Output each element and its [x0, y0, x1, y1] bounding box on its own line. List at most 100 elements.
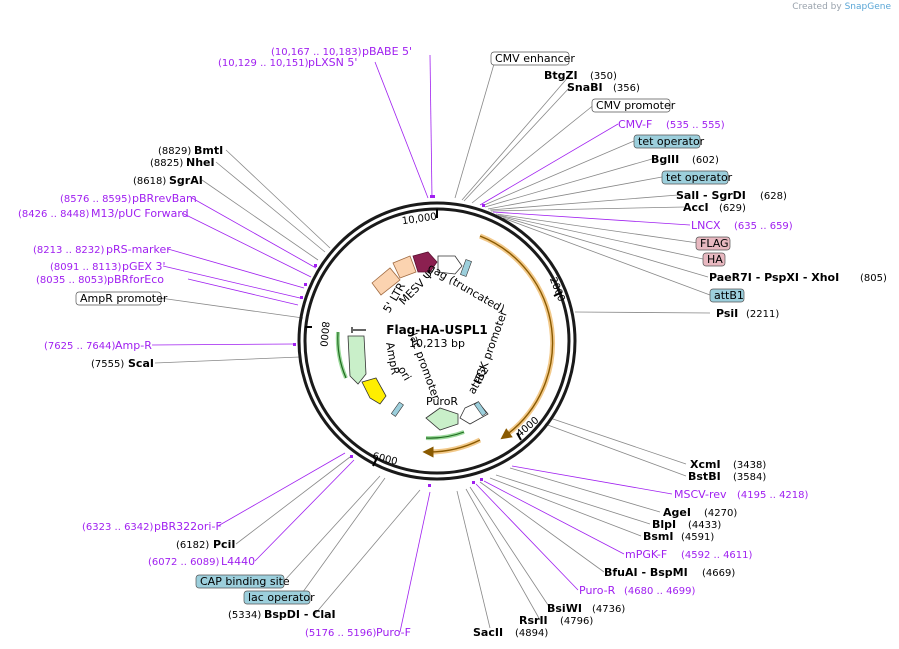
- primer-name: pBRrevBam: [132, 192, 197, 205]
- primer-name: MSCV-rev: [674, 488, 727, 501]
- site-sep: -: [638, 566, 650, 579]
- svg-text:(8576 .. 8595)pBRrevBam: (8576 .. 8595)pBRrevBam: [60, 192, 197, 205]
- feature-box-label: attB1: [714, 289, 744, 302]
- site-name: BtgZI: [544, 69, 578, 82]
- svg-text:(8426 .. 8448)M13/pUC Forward: (8426 .. 8448)M13/pUC Forward: [18, 207, 189, 220]
- site-name: BspMI: [650, 566, 688, 579]
- feature-box: [633, 134, 701, 149]
- tick-label: 8000: [317, 321, 330, 347]
- svg-text:(5334)BspDI - ClaI: (5334)BspDI - ClaI: [228, 608, 336, 621]
- site-pos: (4669): [702, 568, 735, 579]
- site-pos: (602): [692, 155, 719, 166]
- snapgene-credit: Created by SnapGene: [792, 2, 891, 12]
- site-name: BglII: [651, 153, 679, 166]
- site-sep: -: [799, 271, 811, 284]
- primer-name: pRS-marker: [106, 243, 171, 256]
- feature-box: [75, 291, 162, 306]
- plasmid-name: Flag-HA-USPL1: [386, 323, 487, 337]
- svg-text:mPGK-F(4592 .. 4611): mPGK-F(4592 .. 4611): [625, 548, 753, 561]
- feature-box-label: HA: [707, 253, 723, 266]
- svg-text:XcmI(3438): XcmI(3438): [690, 458, 766, 471]
- svg-text:BtgZI(350): BtgZI(350): [544, 69, 617, 82]
- site-name: RsrII: [519, 614, 548, 627]
- svg-text:Puro-R(4680 .. 4699): Puro-R(4680 .. 4699): [579, 584, 696, 597]
- feature-box-label: tet operator: [666, 171, 733, 184]
- primer-pos: (10,167 .. 10,183): [271, 47, 362, 58]
- puror-arrow: [425, 407, 459, 431]
- site-sep: -: [699, 189, 711, 202]
- site-pos: (4591): [681, 532, 714, 543]
- feature-box: [490, 51, 570, 66]
- primer-pos: (8091 .. 8113): [50, 262, 122, 273]
- credit-prefix: Created by: [792, 2, 842, 12]
- site-pos: (3584): [733, 472, 766, 483]
- site-sep: -: [300, 608, 312, 621]
- ltr-block: [371, 267, 401, 296]
- primer-name: Amp-R: [115, 339, 152, 352]
- site-name: SgrDI: [711, 189, 745, 202]
- primer-pos: (635 .. 659): [734, 221, 793, 232]
- site-pos: (8618): [133, 176, 166, 187]
- svg-text:SalI - SgrDI(628): SalI - SgrDI(628): [676, 189, 787, 202]
- svg-text:BglII(602): BglII (602): [651, 153, 719, 166]
- feature-box-label: tet operator: [638, 135, 705, 148]
- primer-name: Puro-R: [579, 584, 616, 597]
- site-name: SgrAI: [169, 174, 203, 187]
- site-pos: (5334): [228, 610, 261, 621]
- attb2-label: attB2: [465, 364, 491, 396]
- site-name: PsiI: [716, 307, 738, 320]
- site-name: PciI: [213, 538, 235, 551]
- svg-text:(8035 .. 8053)pBRforEco: (8035 .. 8053)pBRforEco: [36, 273, 164, 286]
- svg-text:LNCX(635 .. 659): LNCX (635 .. 659): [691, 219, 793, 232]
- site-name: BsmI: [643, 530, 674, 543]
- site-name: BspDI: [264, 608, 300, 621]
- svg-text:BstBI(3584): BstBI(3584): [688, 470, 766, 483]
- site-name: SacII: [473, 626, 503, 639]
- svg-text:PsiI(2211): PsiI(2211): [716, 307, 779, 320]
- site-name: SnaBI: [567, 81, 603, 94]
- tick-mark: [553, 291, 563, 297]
- svg-text:(8213 .. 8232)pRS-marker: (8213 .. 8232)pRS-marker: [33, 243, 171, 256]
- tick-label: 10,000: [401, 211, 437, 227]
- svg-text:BlpI(4433): BlpI(4433): [652, 518, 721, 531]
- svg-text:BfuAI - BspMI(4669): BfuAI - BspMI (4669): [604, 566, 735, 579]
- puror-label: PuroR: [426, 395, 458, 408]
- snapgene-logo: SnapGene: [844, 2, 891, 12]
- primer-name: pBRforEco: [107, 273, 164, 286]
- primer-name: L4440: [221, 555, 255, 568]
- primer-pos: (6072 .. 6089): [148, 557, 220, 568]
- site-pos: (4796): [560, 616, 593, 627]
- attb1-block: [460, 259, 472, 277]
- primer-name: LNCX: [691, 219, 721, 232]
- site-pos: (628): [760, 191, 787, 202]
- svg-text:BsiWI(4736): BsiWI(4736): [547, 602, 625, 615]
- primer-name: Puro-F: [376, 626, 411, 639]
- attb2-block: [473, 401, 487, 417]
- feature-box: [702, 252, 726, 267]
- site-pos: (4433): [688, 520, 721, 531]
- site-sep: -: [752, 271, 764, 284]
- feature-box: [243, 590, 311, 605]
- primer-labels: (10,167 .. 10,183)pBABE 5' (10,129 .. 10…: [18, 45, 809, 639]
- site-name: BfuAI: [604, 566, 638, 579]
- primer-pos: (10,129 .. 10,151): [218, 58, 309, 69]
- primer-pos: (8035 .. 8053): [36, 275, 108, 286]
- site-name: XcmI: [690, 458, 721, 471]
- feature-box: [591, 98, 671, 113]
- site-pos: (8825): [150, 158, 183, 169]
- tick-mark: [516, 432, 522, 441]
- svg-text:AgeI(4270): AgeI (4270): [663, 506, 737, 519]
- svg-text:(7555)ScaI: (7555)ScaI: [91, 357, 154, 370]
- site-pos: (356): [613, 83, 640, 94]
- site-pos: (4270): [704, 508, 737, 519]
- svg-text:(8825)NheI: (8825)NheI: [150, 156, 215, 169]
- svg-text:(6072 .. 6089)L4440: (6072 .. 6089)L4440: [148, 555, 255, 568]
- label-connectors: [151, 54, 711, 633]
- primer-marks: [293, 195, 485, 487]
- primer-pos: (8426 .. 8448): [18, 209, 90, 220]
- left-site-labels: (5334)BspDI - ClaI (6182)PciI (7555)ScaI…: [91, 144, 336, 621]
- svg-text:(8618)SgrAI: (8618)SgrAI: [133, 174, 203, 187]
- site-name: AgeI: [663, 506, 691, 519]
